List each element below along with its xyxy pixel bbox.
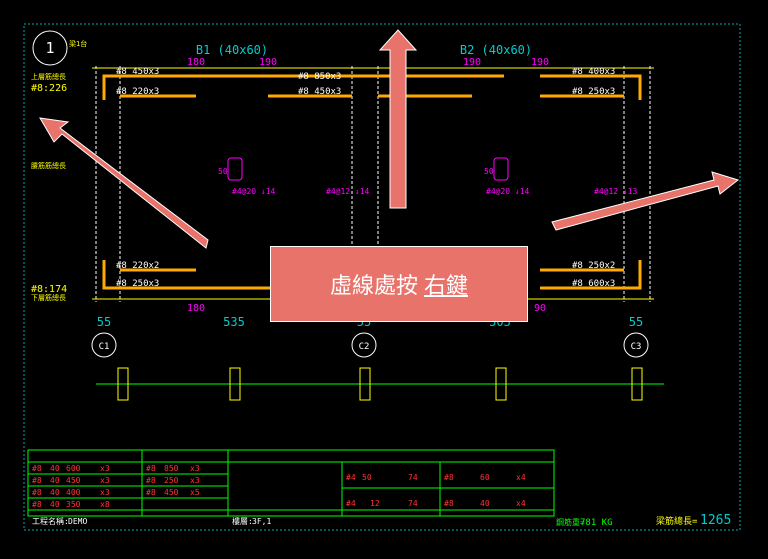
rebar-label: #8 600x3 [572,279,615,289]
stirrup-dim: 50 [218,167,228,176]
arrow-up-left-icon [39,117,209,249]
table-cell: #4 [346,473,356,482]
span-label: 535 [223,315,245,329]
dim-label: 190 [463,57,481,68]
table-cell: 600 [66,464,81,473]
span-label: 55 [97,315,111,329]
table-cell: #8 [32,476,42,485]
summary-table-grid [27,449,555,517]
table-cell: 40 [50,488,60,497]
table-cell: x3 [190,464,200,473]
drawing-frame [23,23,741,531]
table-cell: 60 [480,473,490,482]
column-c3-marker [623,332,649,358]
bottom-length-label: 下層筋總長 [31,293,66,302]
table-cell: x8 [100,500,110,509]
top-rebars[interactable] [102,74,642,100]
table-cell: #8 [146,464,156,473]
beam-b2-title: B2 (40x60) [460,43,532,57]
table-cell: #8 [146,488,156,497]
project-label: 工程名稱: [32,516,69,526]
section-note: 梁1台 [69,39,87,48]
stirrup-spacing: #4@20 ↓14 [486,187,530,196]
stirrup-spacing: #4@12 ↓13 [594,187,638,196]
table-cell: x4 [516,473,526,482]
table-cell: #8 [32,488,42,497]
table-cell: x5 [190,488,200,497]
table-cell: 40 [50,500,60,509]
table-cell: #4 [346,499,356,508]
total-label: 梁筋總長= [656,515,698,527]
top-length-label: 上層筋總長 [31,72,66,81]
rebar-label: #8 850x3 [298,72,341,82]
table-cell: #8 [32,464,42,473]
stirrup-spacing: #4@12 ↓14 [326,187,370,196]
instruction-callout: 虛線處按 右鍵 [270,246,528,322]
rebar-label: #8 250x3 [116,279,159,289]
weight-value: 781 KG [580,518,613,528]
arrow-up-icon [378,29,418,209]
table-cell: 74 [408,499,418,508]
table-cell: #8 [146,476,156,485]
span-label: 55 [629,315,643,329]
table-cell: 40 [50,464,60,473]
bottom-length-value: #8:174 [31,284,67,295]
weight-label: 鋼筋重= [556,517,585,527]
dim-label: 180 [187,303,205,314]
table-cell: 40 [480,499,490,508]
table-cell: #8 [444,499,454,508]
rebar-label: #8 220x2 [116,261,159,271]
rebar-label: #8 450x3 [298,87,341,97]
table-cell: 74 [408,473,418,482]
table-cell: 450 [66,476,81,485]
table-cell: x3 [190,476,200,485]
table-cell: 400 [66,488,81,497]
dim-label: 90 [534,303,546,314]
rebar-label: #8 450x3 [116,67,159,77]
table-cell: 250 [164,476,179,485]
section-circle [32,30,68,66]
stirrup-dim: 50 [484,167,494,176]
column-c2-marker [351,332,377,358]
project-value: DEMO [68,517,87,526]
dim-label: 190 [259,57,277,68]
table-cell: 50 [362,473,372,482]
bottom-rebars[interactable] [102,260,642,290]
total-value: 1265 [700,513,731,528]
table-cell: x3 [100,464,110,473]
stirrup-symbol [227,157,509,181]
floor-value: 3F,1 [252,517,271,526]
arrow-right-icon [551,171,740,231]
table-cell: x3 [100,476,110,485]
table-cell: #8 [32,500,42,509]
column-label: C2 [359,342,370,352]
rebar-label: #8 250x2 [572,261,615,271]
column-c1-marker [91,332,117,358]
table-cell: x3 [100,488,110,497]
column-section [117,367,643,401]
top-length-value: #8:226 [31,83,67,94]
column-label: C1 [99,342,110,352]
table-cell: #8 [444,473,454,482]
dim-label: 190 [531,57,549,68]
rebar-label: #8 400x3 [572,67,615,77]
table-cell: 350 [66,500,81,509]
dim-label: 180 [187,57,205,68]
callout-emphasis: 右鍵 [424,274,469,299]
callout-text: 虛線處按 [329,274,418,299]
beam-b1-title: B1 (40x60) [196,43,268,57]
table-cell: 850 [164,464,179,473]
table-cell: 450 [164,488,179,497]
table-cell: 12 [370,499,380,508]
rebar-label: #8 220x3 [116,87,159,97]
table-cell: 40 [50,476,60,485]
table-cell: x4 [516,499,526,508]
stirrup-spacing: #4@20 ↓14 [232,187,276,196]
floor-label: 樓層: [232,516,253,526]
side-bar-label: 腰筋筋總長 [31,161,66,170]
section-number: 1 [45,39,54,57]
rebar-label: #8 250x3 [572,87,615,97]
column-label: C3 [631,342,642,352]
